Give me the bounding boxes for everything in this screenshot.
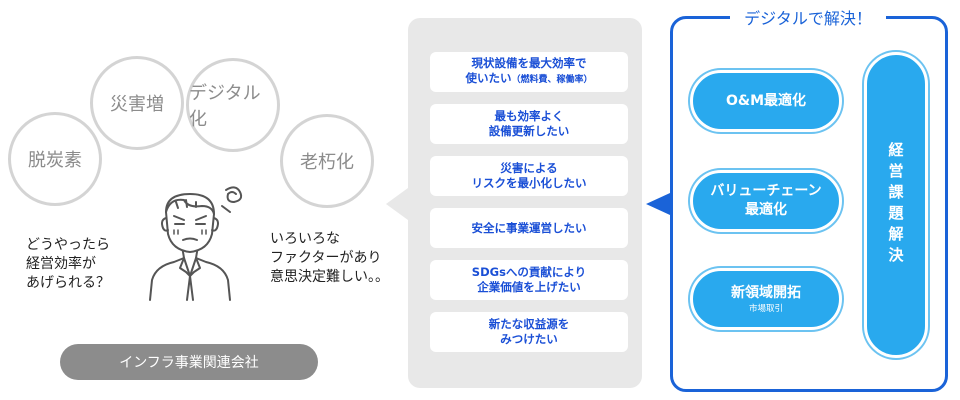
concern-circle-aging: 老朽化	[280, 114, 374, 208]
thought-text-right: いろいろな ファクターがあり 意思決定難しい。。	[270, 231, 389, 285]
needs-pointer-arrow	[386, 188, 408, 220]
company-label: インフラ事業関連会社	[60, 344, 318, 380]
concern-circle-disaster: 災害増	[90, 56, 184, 150]
worried-person-icon	[149, 186, 243, 301]
solution-title: デジタルで解決！	[730, 6, 886, 28]
concern-circle-decarbonization: 脱炭素	[8, 112, 102, 206]
solution-value-chain-optimization: バリューチェーン 最適化	[690, 170, 842, 232]
need-item-max-efficiency: 現状設備を最大効率で 使いたい（燃料費、稼働率）	[430, 52, 628, 92]
management-issue-resolution-pill: 経営課題解決	[864, 52, 928, 358]
need-item-new-revenue: 新たな収益源を みつけたい	[430, 312, 628, 352]
need-item-safe-operation: 安全に事業運営したい	[430, 208, 628, 248]
need-item-equipment-renewal: 最も効率よく 設備更新したい	[430, 104, 628, 144]
need-item-sdgs: SDGsへの貢献により 企業価値を上げたい	[430, 260, 628, 300]
solution-new-domain: 新領域開拓 市場取引	[690, 268, 842, 330]
thought-text-left: どうやったら 経営効率が あげられる？	[26, 237, 110, 291]
solution-pointer-arrow	[646, 193, 670, 215]
need-item-disaster-risk: 災害による リスクを最小化したい	[430, 156, 628, 196]
solution-om-optimization: O&M最適化	[690, 70, 842, 132]
concern-circle-digitalization: デジタル化	[186, 58, 280, 152]
